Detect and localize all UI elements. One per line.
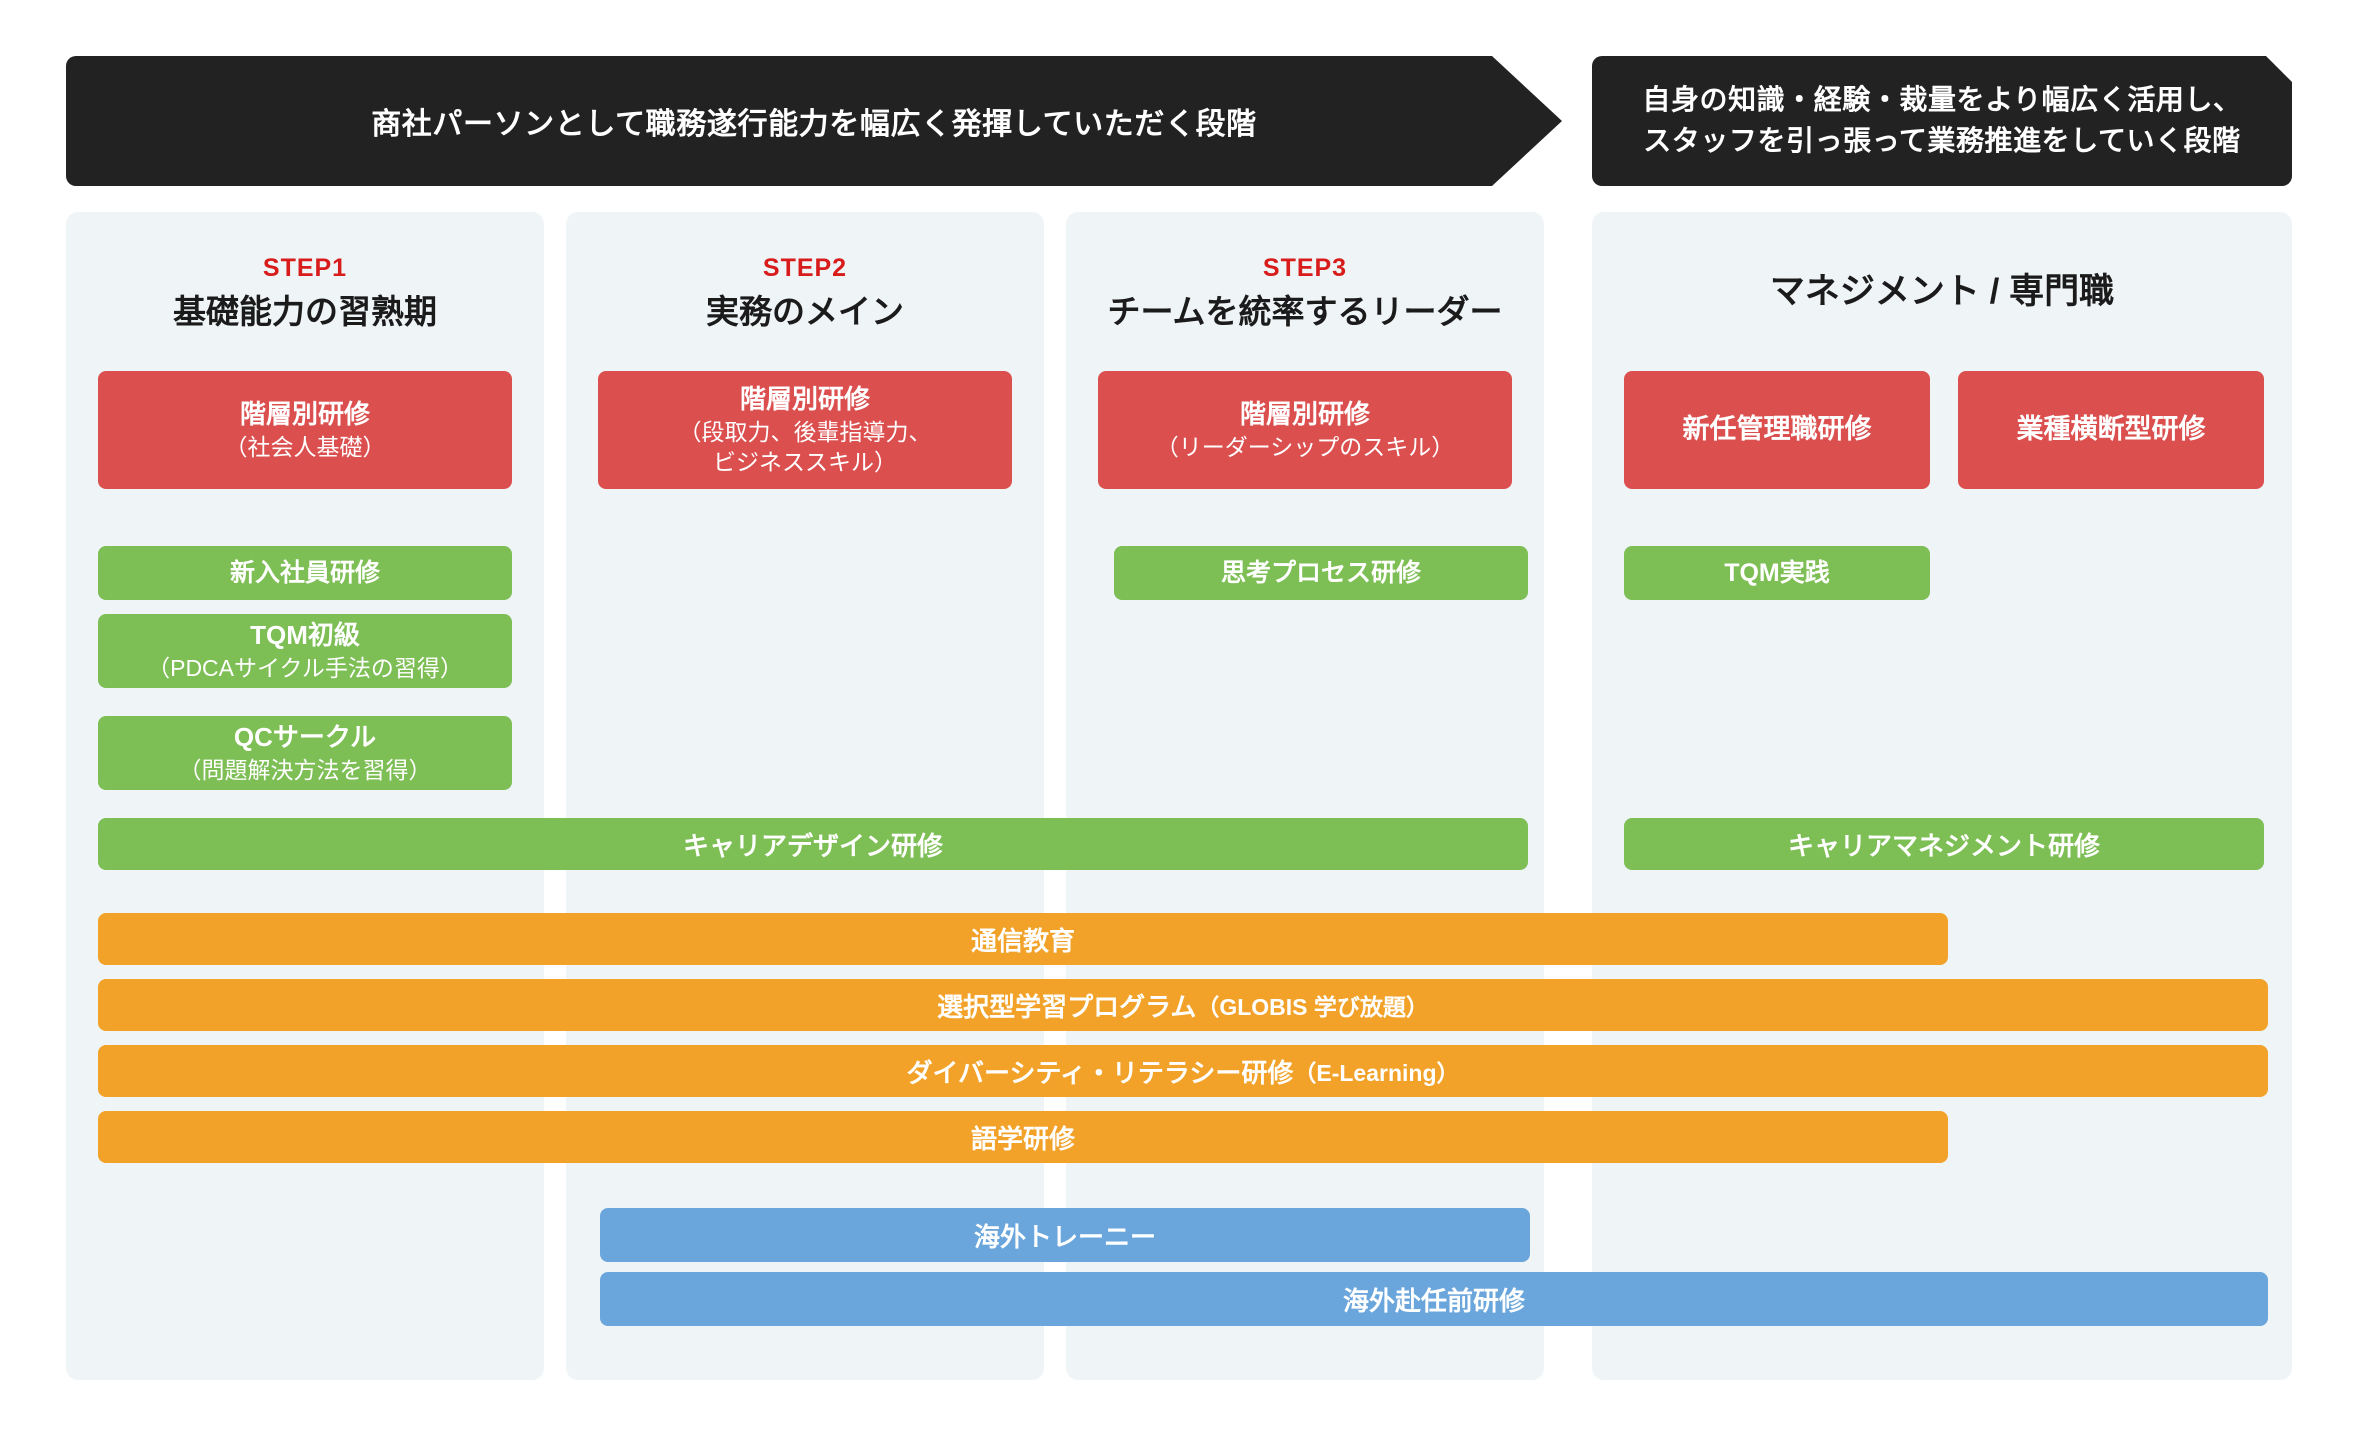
column-heading-step3: STEP3 チームを統率するリーダー (1066, 256, 1544, 331)
tier-box-cross-industry-title: 業種横断型研修 (2016, 414, 2206, 445)
step-title-2: 実務のメイン (706, 293, 904, 330)
step-label-3: STEP3 (1262, 254, 1348, 282)
green-box-tqm-practice-title: TQM実践 (1724, 558, 1830, 587)
blue-bar-pre-assignment-training-label: 海外赴任前研修 (1342, 1285, 1525, 1316)
banner-management-stage-text: 自身の知識・経験・裁量をより幅広く活用し、 スタッフを引っ張って業務推進をしてい… (1642, 80, 2241, 161)
column-heading-step1: STEP1 基礎能力の習熟期 (66, 256, 544, 331)
green-box-new-employee[interactable]: 新入社員研修 (98, 546, 512, 600)
banner-management-stage: 自身の知識・経験・裁量をより幅広く活用し、 スタッフを引っ張って業務推進をしてい… (1592, 56, 2292, 186)
tier-box-step1-title: 階層別研修 (239, 398, 370, 429)
green-box-tqm-basic-title: TQM初級 (250, 619, 360, 650)
tier-box-new-manager-title: 新任管理職研修 (1682, 414, 1872, 445)
orange-bar-selective-learning[interactable]: 選択型学習プログラム （GLOBIS 学び放題） (98, 979, 2268, 1031)
orange-bar-selective-learning-sub: （GLOBIS 学び放題） (1196, 994, 1429, 1020)
tier-box-step1[interactable]: 階層別研修 （社会人基礎） (98, 371, 512, 489)
orange-bar-language-training-label: 語学研修 (970, 1123, 1075, 1154)
step-label-2: STEP2 (762, 254, 848, 282)
career-bar-management-label: キャリアマネジメント研修 (1787, 830, 2100, 861)
career-bar-management[interactable]: キャリアマネジメント研修 (1624, 818, 2264, 870)
career-bar-design[interactable]: キャリアデザイン研修 (98, 818, 1528, 870)
orange-bar-correspondence-education[interactable]: 通信教育 (98, 913, 1948, 965)
banner-general-stage-text: 商社パーソンとして職務遂行能力を幅広く発揮していただく段階 (371, 108, 1257, 141)
green-box-new-employee-title: 新入社員研修 (229, 558, 380, 587)
banner-management-stage-line1: 自身の知識・経験・裁量をより幅広く活用し、 (1642, 84, 2242, 116)
tier-box-step3[interactable]: 階層別研修 （リーダーシップのスキル） (1098, 371, 1512, 489)
orange-bar-correspondence-education-label: 通信教育 (970, 925, 1075, 956)
banner-management-stage-line2: スタッフを引っ張って業務推進をしていく段階 (1643, 125, 2241, 156)
green-box-qc-circle-title: QCサークル (233, 721, 377, 752)
column-heading-management: マネジメント / 専門職 (1592, 272, 2292, 312)
tier-box-step1-note: （社会人基礎） (224, 433, 386, 460)
career-bar-design-label: キャリアデザイン研修 (682, 830, 943, 861)
green-box-qc-circle-note: （問題解決方法を習得） (178, 756, 432, 783)
orange-bar-diversity-literacy-sub: （E-Learning） (1293, 1060, 1460, 1086)
column-heading-step2: STEP2 実務のメイン (566, 256, 1044, 331)
tier-box-step2-note: （段取力、後輩指導力、 (678, 418, 932, 445)
green-box-qc-circle[interactable]: QCサークル （問題解決方法を習得） (98, 716, 512, 790)
green-box-tqm-basic-note: （PDCAサイクル手法の習得） (147, 654, 463, 681)
step-title-3: チームを統率するリーダー (1107, 293, 1503, 330)
green-box-tqm-practice[interactable]: TQM実践 (1624, 546, 1930, 600)
tier-box-cross-industry[interactable]: 業種横断型研修 (1958, 371, 2264, 489)
green-box-thinking-process-title: 思考プロセス研修 (1220, 558, 1421, 587)
tier-box-new-manager[interactable]: 新任管理職研修 (1624, 371, 1930, 489)
step-title-1: 基礎能力の習熟期 (173, 293, 437, 330)
blue-bar-overseas-trainee-label: 海外トレーニー (973, 1221, 1156, 1252)
green-box-tqm-basic[interactable]: TQM初級 （PDCAサイクル手法の習得） (98, 614, 512, 688)
orange-bar-selective-learning-label: 選択型学習プログラム (937, 991, 1197, 1022)
blue-bar-overseas-trainee[interactable]: 海外トレーニー (600, 1208, 1530, 1262)
orange-bar-language-training[interactable]: 語学研修 (98, 1111, 1948, 1163)
banner-general-stage: 商社パーソンとして職務遂行能力を幅広く発揮していただく段階 (66, 56, 1562, 186)
tier-box-step3-note: （リーダーシップのスキル） (1155, 433, 1455, 460)
orange-bar-diversity-literacy[interactable]: ダイバーシティ・リテラシー研修 （E-Learning） (98, 1045, 2268, 1097)
tier-box-step2-title: 階層別研修 (739, 383, 870, 414)
tier-box-step2-note2: ビジネススキル） (713, 448, 897, 475)
step-title-4: マネジメント / 専門職 (1769, 272, 2115, 311)
step-label-1: STEP1 (262, 254, 348, 282)
tier-box-step2[interactable]: 階層別研修 （段取力、後輩指導力、 ビジネススキル） (598, 371, 1012, 489)
green-box-thinking-process[interactable]: 思考プロセス研修 (1114, 546, 1528, 600)
tier-box-step3-title: 階層別研修 (1239, 398, 1370, 429)
blue-bar-pre-assignment-training[interactable]: 海外赴任前研修 (600, 1272, 2268, 1326)
orange-bar-diversity-literacy-label: ダイバーシティ・リテラシー研修 (906, 1057, 1294, 1088)
